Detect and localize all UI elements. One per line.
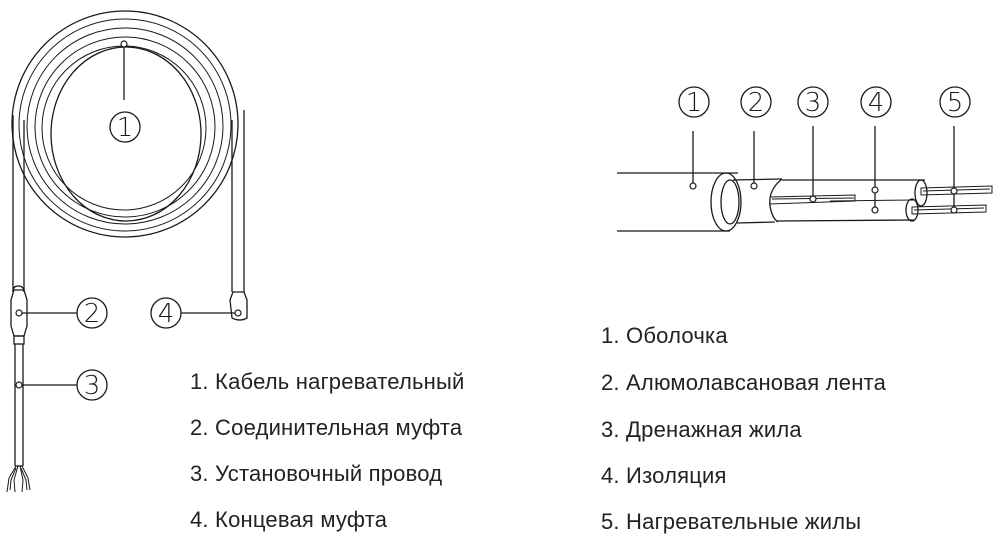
callout-3: 3 bbox=[15, 369, 108, 401]
svg-text:3: 3 bbox=[805, 88, 822, 118]
callout-4: 4 bbox=[150, 297, 242, 329]
svg-text:3: 3 bbox=[84, 371, 101, 401]
foil-tape bbox=[732, 178, 783, 224]
connection-sleeve bbox=[10, 289, 28, 345]
section-callout-4: 4 bbox=[860, 86, 892, 214]
legend-item: 1. Оболочка bbox=[601, 323, 728, 348]
section-callout-1: 1 bbox=[678, 86, 710, 190]
legend-item: 4. Концевая муфта bbox=[190, 507, 388, 532]
section-callout-3: 3 bbox=[797, 86, 829, 203]
legend-item: 4. Изоляция bbox=[601, 463, 727, 488]
svg-text:1: 1 bbox=[117, 113, 134, 143]
svg-text:1: 1 bbox=[686, 88, 703, 118]
legend-item: 3. Дренажная жила bbox=[601, 417, 802, 442]
callout-1: 1 bbox=[109, 40, 141, 143]
insulation bbox=[776, 179, 928, 222]
svg-text:4: 4 bbox=[868, 88, 885, 118]
svg-text:5: 5 bbox=[947, 88, 964, 118]
legend-item: 5. Нагревательные жилы bbox=[601, 509, 862, 534]
end-sleeve bbox=[229, 291, 248, 321]
left-lead-cable bbox=[12, 115, 25, 293]
legend-item: 2. Алюмолавсановая лента bbox=[601, 370, 887, 395]
legend-item: 2. Соединительная муфта bbox=[190, 415, 463, 440]
cable-sheath bbox=[617, 172, 742, 232]
legend-item: 1. Кабель нагревательный bbox=[190, 369, 465, 394]
legend-item: 3. Установочный провод bbox=[190, 461, 443, 486]
svg-text:2: 2 bbox=[748, 88, 765, 118]
svg-text:2: 2 bbox=[84, 299, 101, 329]
svg-text:4: 4 bbox=[158, 299, 175, 329]
callout-2: 2 bbox=[15, 297, 108, 329]
installation-wire bbox=[6, 344, 31, 493]
section-callout-5: 5 bbox=[939, 86, 971, 214]
section-callout-2: 2 bbox=[740, 86, 772, 190]
right-lead-cable bbox=[231, 110, 245, 292]
